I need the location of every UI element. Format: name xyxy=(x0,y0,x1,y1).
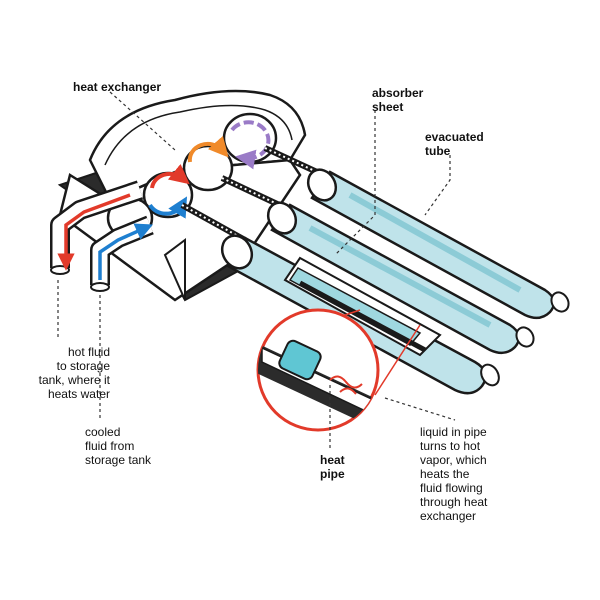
label-heat-exchanger: heat exchanger xyxy=(73,80,162,94)
label-liquid-in-pipe: liquid in pipe turns to hot vapor, which… xyxy=(420,425,488,523)
heat-exchanger-ports xyxy=(106,112,278,240)
fluid-pipes xyxy=(50,180,154,292)
vapor-squiggle-2 xyxy=(339,387,357,395)
label-absorber-sheet: absorber sheet xyxy=(372,86,424,114)
label-evacuated-tube: evacuated tube xyxy=(425,130,484,158)
evacuated-tube-front xyxy=(220,234,500,395)
leader-lines xyxy=(57,91,456,448)
absorber-sheet xyxy=(288,267,422,346)
label-heat-pipe: heat pipe xyxy=(320,453,345,481)
label-cooled-fluid: cooled fluid from storage tank xyxy=(85,425,152,467)
heat-pipe-bulb xyxy=(278,339,322,381)
evacuated-tube-middle xyxy=(266,201,535,355)
heat-pipe-callout xyxy=(256,308,421,432)
evacuated-tube-back xyxy=(306,168,570,320)
vapor-squiggle-1 xyxy=(329,375,363,389)
label-hot-fluid: hot fluid to storage tank, where it heat… xyxy=(38,345,110,401)
